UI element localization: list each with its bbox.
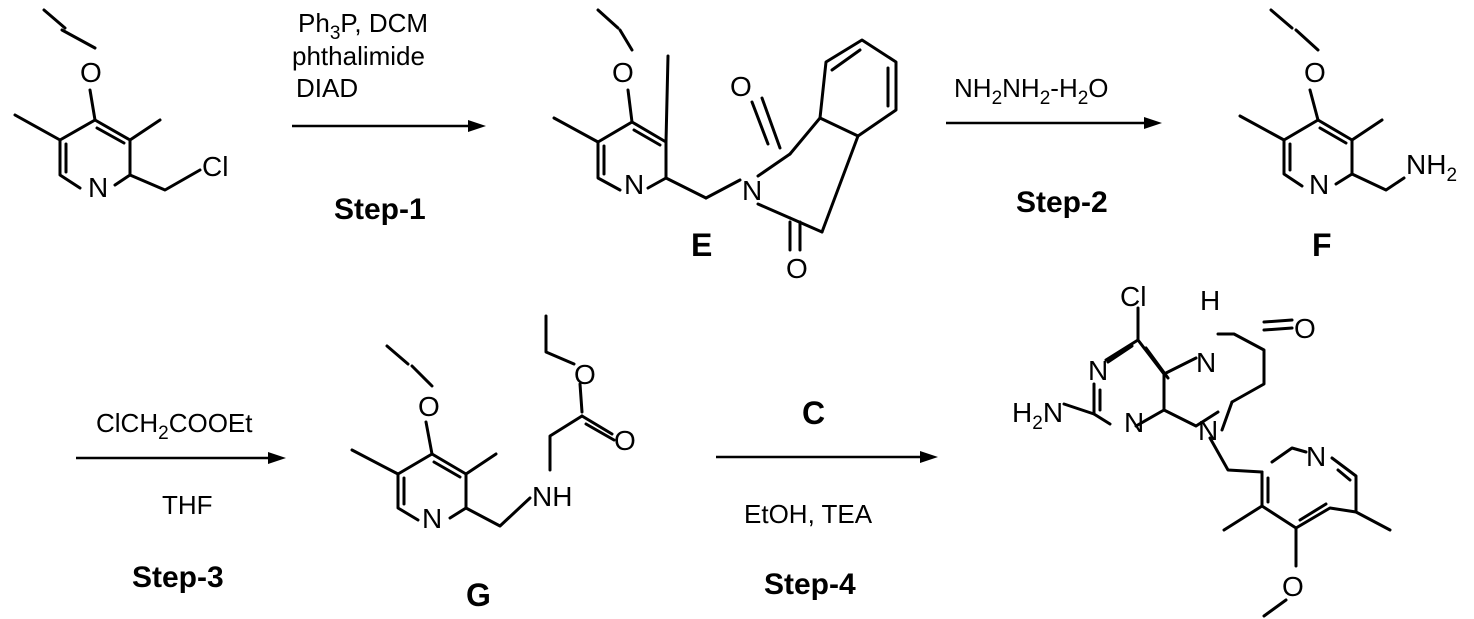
atom-n: N bbox=[422, 503, 442, 534]
atom-n: N bbox=[1196, 347, 1216, 378]
step-2-reagent: NH2NH2-H2O bbox=[954, 73, 1109, 109]
step-4-reagent-c: C bbox=[802, 395, 825, 431]
atom-o: O bbox=[574, 359, 596, 390]
compound-e-label: E bbox=[691, 227, 712, 263]
atom-h2n: H2N bbox=[1012, 397, 1063, 434]
step-3-label: Step-3 bbox=[132, 561, 224, 594]
final-product-structure: Cl N N N H O N H2N N O bbox=[1012, 281, 1390, 616]
step-1-reagent-2: phthalimide bbox=[292, 41, 425, 71]
step-1-label: Step-1 bbox=[334, 193, 426, 226]
step-3-reagent: ClCH2COOEt bbox=[96, 408, 253, 444]
starting-material-structure: O N Cl bbox=[15, 10, 228, 203]
compound-g-structure: O N NH O O G bbox=[352, 316, 636, 613]
atom-n: N bbox=[1124, 407, 1144, 438]
compound-g-label: G bbox=[466, 577, 491, 613]
atom-o: O bbox=[418, 391, 440, 422]
step-4-conditions: EtOH, TEA bbox=[744, 499, 873, 529]
atom-n: N bbox=[88, 172, 108, 203]
step-1-reagent-1: Ph3P, DCM bbox=[298, 8, 428, 44]
atom-n: N bbox=[742, 175, 762, 206]
step-3: ClCH2COOEt THF Step-3 bbox=[76, 408, 286, 594]
atom-o: O bbox=[1294, 313, 1316, 344]
compound-e-structure: O N N O O E bbox=[554, 10, 896, 284]
atom-o: O bbox=[730, 71, 752, 102]
atom-o: O bbox=[612, 57, 634, 88]
atom-h: H bbox=[1200, 285, 1220, 316]
atom-nh2: NH2 bbox=[1406, 149, 1457, 186]
atom-o: O bbox=[1282, 571, 1304, 602]
step-3-solvent: THF bbox=[162, 490, 213, 520]
atom-cl: Cl bbox=[202, 151, 228, 182]
atom-n: N bbox=[1198, 415, 1218, 446]
compound-f-structure: O N NH2 F bbox=[1240, 10, 1457, 263]
atom-o: O bbox=[786, 253, 808, 284]
atom-n: N bbox=[1088, 355, 1108, 386]
atom-n: N bbox=[1306, 441, 1326, 472]
atom-n: N bbox=[1309, 169, 1329, 200]
step-4: C EtOH, TEA Step-4 bbox=[716, 395, 938, 601]
step-2-label: Step-2 bbox=[1016, 186, 1108, 219]
atom-n: N bbox=[624, 169, 644, 200]
step-2: NH2NH2-H2O Step-2 bbox=[946, 73, 1162, 219]
step-4-label: Step-4 bbox=[764, 568, 856, 601]
step-1-reagent-3: DIAD bbox=[296, 73, 358, 103]
atom-o: O bbox=[1304, 57, 1326, 88]
step-1: Ph3P, DCM phthalimide DIAD Step-1 bbox=[292, 8, 486, 226]
compound-f-label: F bbox=[1312, 227, 1332, 263]
atom-nh: NH bbox=[532, 481, 572, 512]
atom-o: O bbox=[614, 425, 636, 456]
atom-cl: Cl bbox=[1120, 281, 1146, 312]
atom-o: O bbox=[80, 57, 102, 88]
